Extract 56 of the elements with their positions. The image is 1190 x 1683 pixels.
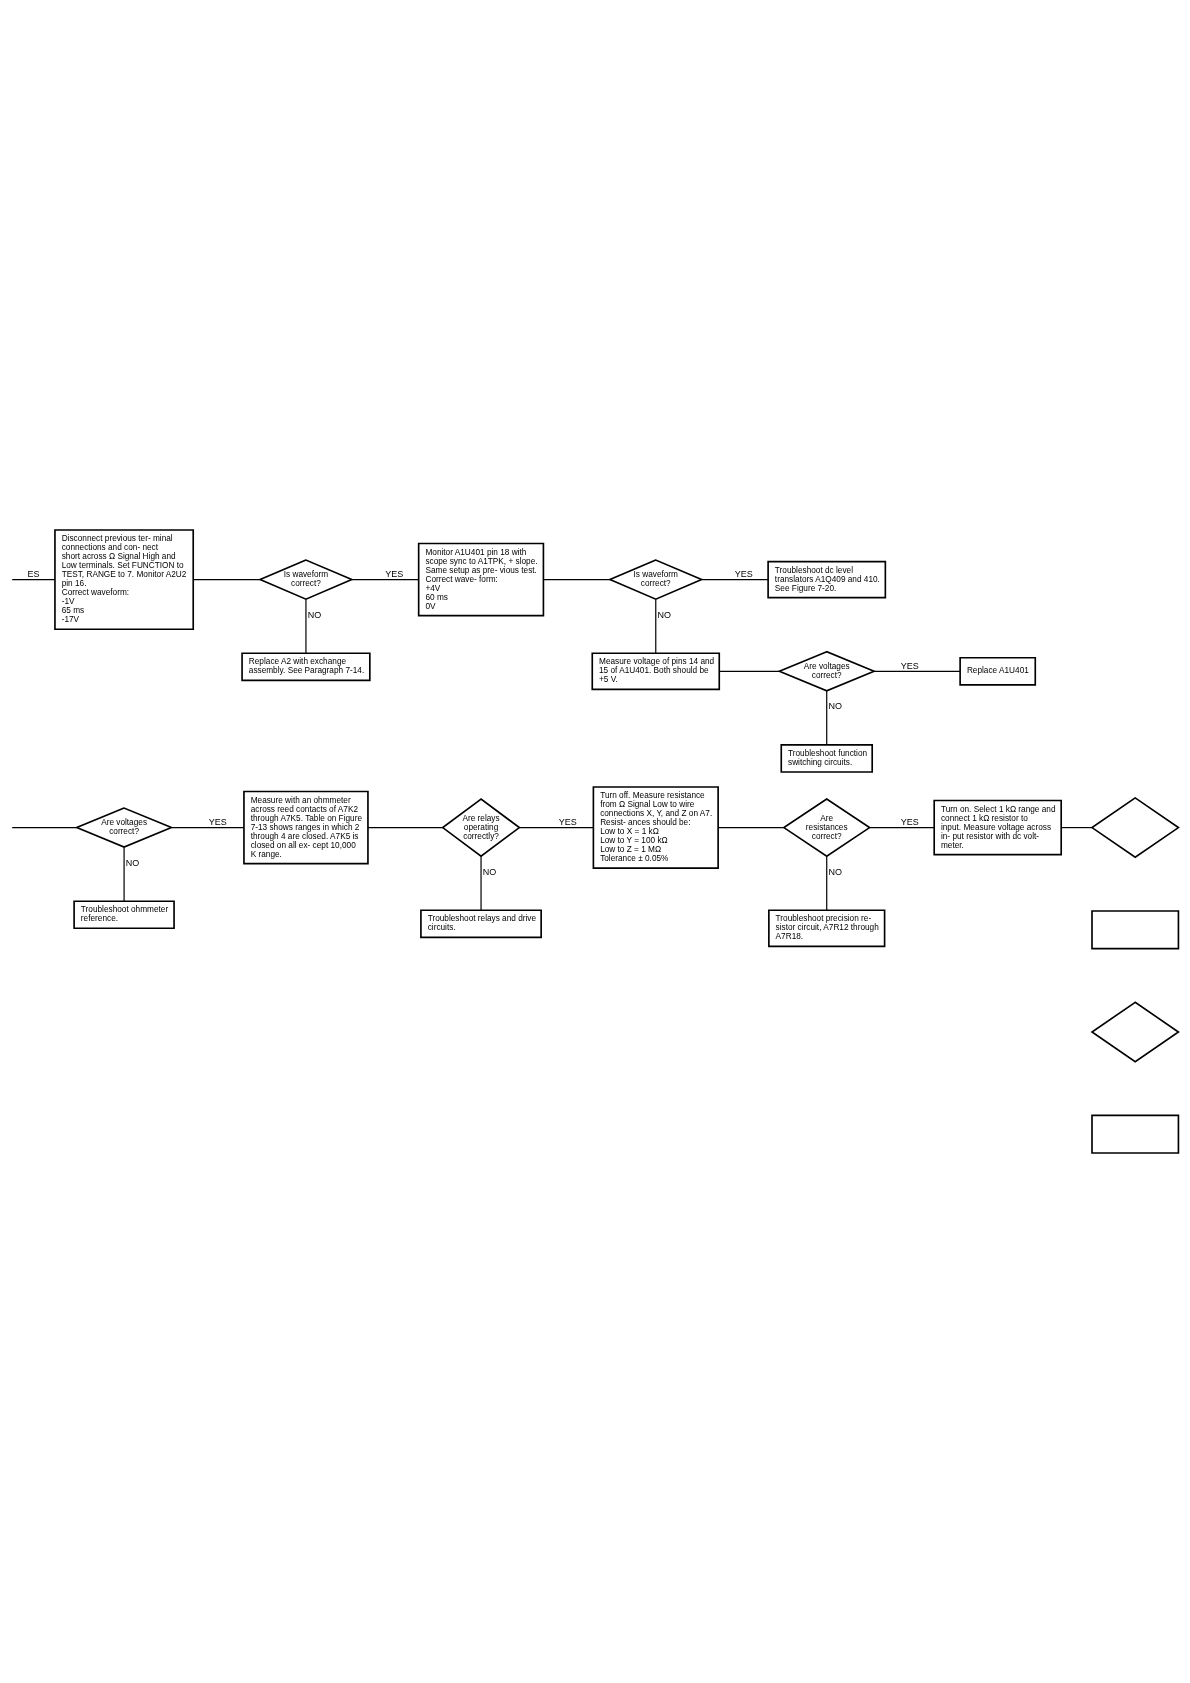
edge-label: ES [27,569,40,580]
connector [826,690,828,746]
edge-label: YES [558,817,577,828]
connector [518,827,594,829]
connector [367,827,444,829]
edge-label: NO [828,866,842,877]
connector [869,827,935,829]
edge-label: NO [828,701,842,712]
edge-label: YES [900,817,919,828]
node-box [1091,910,1180,950]
connector [655,598,657,654]
node-diamond: Are resistances correct? [782,798,872,858]
connector [192,579,261,581]
connector [718,670,780,672]
edge-label: NO [125,857,140,868]
connector [701,579,769,581]
node-box: Replace A2 with exchange assembly. See Paragraph 7-14. [241,652,371,682]
edge-label: NO [657,609,671,620]
node-box: Measure with an ohmmeter across reed contacts of A7K2 through A7K5. Table on Figure 7-13 shows ranges in which 2 through 4 are closed. A7K5 is closed on all ex- cept 10,000 K range. [243,790,369,865]
connector [826,855,828,911]
node-diamond: Are voltages correct? [74,807,174,849]
connector [543,579,611,581]
edge-label: YES [734,569,753,580]
connector [305,598,307,654]
node-box: Replace A1U401 [959,656,1037,686]
node-diamond: Are relays operating correctly? [441,798,521,858]
connector [11,579,56,581]
connector [123,846,125,902]
connector [170,827,245,829]
connector [11,827,78,829]
connector [1060,827,1093,829]
node-box: Disconnect previous ter- minal connections and con- nect short across Ω Signal High and Low terminals. Set FUNCTION to TEST, RANGE to 7. Monitor A2U2 pin 16. Correct waveform: -1V 65 ms -17V [54,529,195,631]
node-diamond: Is waveform correct? [607,559,704,601]
edge-label: YES [900,660,919,671]
node-diamond [1090,796,1180,859]
node-diamond [1090,1001,1180,1063]
node-box: Troubleshoot ohmmeter reference. [73,900,175,930]
connector [480,855,482,911]
edge-label: YES [385,569,404,580]
edge-label: NO [482,866,497,877]
node-box: Monitor A1U401 pin 18 with scope sync to A1TPK, + slope. Same setup as pre- vious test. Correct wave- form: +4V 60 ms 0V [417,542,545,617]
edge-label: YES [208,817,227,828]
node-diamond: Are voltages correct? [777,650,877,692]
node-box: Troubleshoot relays and drive circuits. [420,909,542,939]
node-box: Troubleshoot function switching circuits. [780,744,874,773]
node-box: Troubleshoot precision re- sistor circuit, A7R12 through A7R18. [768,909,886,948]
node-box: Measure voltage of pins 14 and 15 of A1U401. Both should be +5 V. [591,652,721,691]
node-box: Turn off. Measure resistance from Ω Signal Low to wire connections X, Y, and Z on A7. Resist- ances should be: Low to X = 1 kΩ Low to Y = 100 kΩ Low to Z = 1 MΩ Tolerance ± 0.05% [592,786,719,869]
connector [351,579,419,581]
edge-label: NO [307,609,322,620]
node-box: Turn on. Select 1 kΩ range and connect 1 kΩ resistor to input. Measure voltage across in- put resistor with dc volt- meter. [933,799,1063,856]
connector [717,827,785,829]
node-box [1091,1114,1180,1154]
node-diamond: Is waveform correct? [258,559,354,601]
connector [873,670,961,672]
node-box: Troubleshoot dc level translators A1Q409 and 410. See Figure 7-20. [767,560,887,599]
